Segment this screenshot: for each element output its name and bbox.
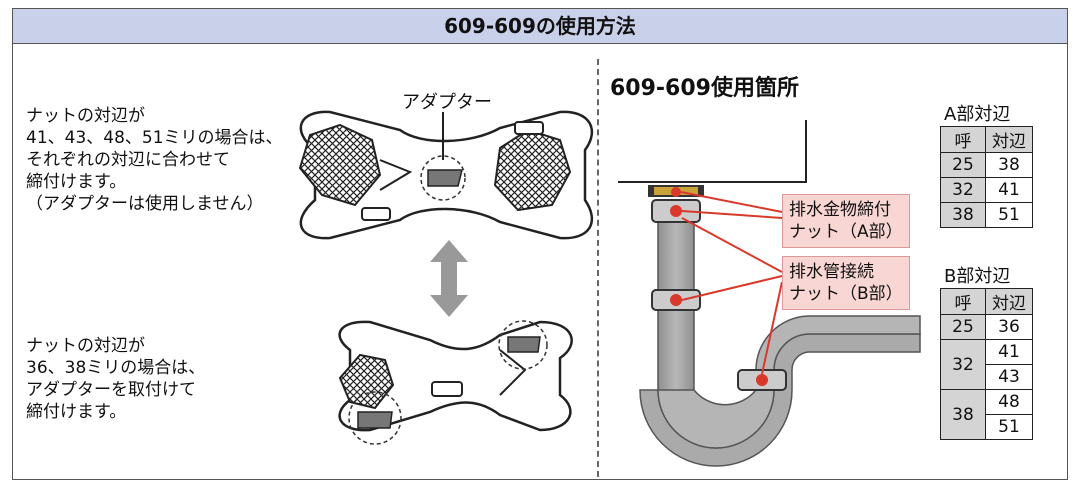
- table-cell: 51: [985, 414, 1033, 440]
- double-arrow-icon: [430, 240, 468, 317]
- section-divider: [597, 59, 599, 477]
- table-cell: 41: [985, 339, 1033, 365]
- table-cell: 48: [985, 389, 1033, 415]
- table-row: 呼 対辺: [940, 288, 1033, 315]
- table-cell: 38: [940, 202, 986, 228]
- callout-leader-lines: [680, 191, 783, 375]
- table-cell: 32: [940, 339, 986, 390]
- table-cell: 43: [985, 364, 1033, 390]
- table-cell: 41: [985, 177, 1033, 203]
- table-row: 25 36: [940, 314, 1033, 340]
- diagram-frame: 609-609の使用方法: [12, 8, 1068, 480]
- table-b: 呼 対辺 25 36 32 41 43 38 48 51: [940, 288, 1033, 440]
- table-a: 呼 対辺 25 38 32 41 38 51: [940, 126, 1033, 228]
- callout-b: 排水管接続 ナット（B部）: [782, 256, 910, 310]
- table-a-caption: A部対辺: [944, 104, 1011, 125]
- table-cell: 38: [985, 152, 1033, 178]
- table-header-cell: 対辺: [985, 126, 1033, 153]
- table-header-cell: 呼: [940, 126, 986, 153]
- wrench-lower-icon: [338, 320, 573, 445]
- instruction-text-lower: ナットの対辺が 36、38ミリの場合は、 アダプターを取付けて 締付けます。: [26, 336, 206, 422]
- basin-icon: [618, 120, 807, 197]
- table-cell: 32: [940, 177, 986, 203]
- table-row: 38 48: [940, 389, 1033, 440]
- table-row: 32 41: [940, 177, 1033, 203]
- table-cell: 38: [940, 389, 986, 440]
- table-cell: 25: [940, 314, 986, 340]
- drain-trap-pipe-icon: [639, 187, 921, 467]
- instruction-text-upper: ナットの対辺が 41、43、48、51ミリの場合は、 それぞれの対辺に合わせて …: [26, 106, 283, 214]
- adapter-label: アダプター: [402, 92, 492, 113]
- header-title: 609-609の使用方法: [13, 9, 1067, 44]
- table-header-cell: 対辺: [985, 288, 1033, 315]
- wrench-upper-icon: [298, 110, 594, 240]
- table-row: 38 51: [940, 202, 1033, 228]
- table-header-cell: 呼: [940, 288, 986, 315]
- table-row: 32 41: [940, 339, 1033, 390]
- table-row: 25 38: [940, 152, 1033, 178]
- table-b-caption: B部対辺: [944, 266, 1011, 287]
- table-row: 43: [941, 364, 1033, 390]
- table-row: 51: [941, 414, 1033, 440]
- table-cell: 25: [940, 152, 986, 178]
- table-row: 呼 対辺: [940, 126, 1033, 153]
- table-cell: 36: [985, 314, 1033, 340]
- table-cell: 51: [985, 202, 1033, 228]
- callout-a: 排水金物締付 ナット（A部）: [782, 194, 910, 248]
- usage-location-title: 609-609使用箇所: [610, 76, 799, 101]
